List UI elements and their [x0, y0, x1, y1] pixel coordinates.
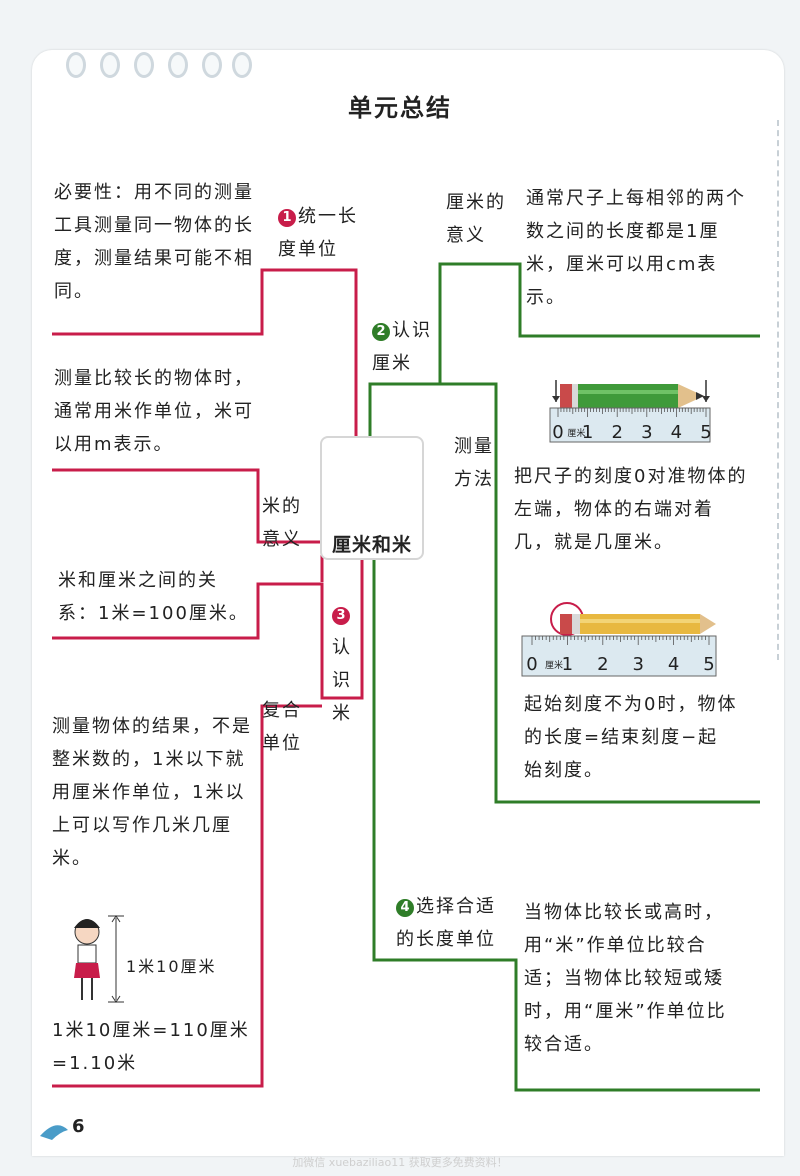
number-badge-2: 2: [372, 323, 390, 341]
ruler-tick-label: 5: [700, 422, 711, 443]
page-number: 6: [72, 1116, 85, 1137]
pencil-eraser-icon: [560, 384, 572, 408]
ruler-tick-label: 4: [668, 654, 679, 675]
branch3-compound-text: 测量物体的结果，不是整米数的，1米以下就用厘米作单位，1米以上可以写作几米几厘米…: [52, 716, 252, 869]
binder-ring-icon: [168, 52, 188, 78]
branch2-method-text2: 起始刻度不为0时，物体的长度=结束刻度−起始刻度。: [524, 694, 738, 781]
branch3-meaning-text: 米和厘米之间的关系：1米=100厘米。: [58, 570, 249, 624]
branch2-meaning-line: [368, 262, 760, 440]
ruler-diagram-2: [521, 602, 717, 677]
ruler-tick-label: 3: [632, 654, 643, 675]
pencil-eraser-icon: [560, 614, 572, 634]
branch2-method-text1: 把尺子的刻度0对准物体的左端，物体的右端对着几，就是几厘米。: [514, 466, 748, 553]
ruler-unit-label: 厘米: [545, 659, 563, 671]
ruler-tick-label: 1: [582, 422, 593, 443]
branch2-method-label: 测量方法: [454, 436, 494, 490]
footer-watermark: 加微信 xuebaziliao11 获取更多免费资料！: [292, 1156, 508, 1169]
ruler-tick-label: 5: [703, 654, 714, 675]
page-title: 单元总结: [348, 94, 452, 122]
branch3-compound-line: [52, 704, 322, 1088]
branch4-text: 当物体比较长或高时，用“米”作单位比较合适；当物体比较短或矮时，用“厘米”作单位…: [524, 902, 727, 1055]
ruler-tick-label: 0: [526, 654, 537, 675]
binder-ring-icon: [202, 52, 222, 78]
ruler-tick-label: 1: [562, 654, 573, 675]
height-label: 1米10厘米: [126, 957, 217, 976]
center-topic-card: 厘米和米: [320, 436, 424, 560]
branch3-compound-label: 复合单位: [262, 700, 302, 754]
number-badge-1: 1: [278, 209, 296, 227]
dolphin-icon: [40, 1125, 68, 1140]
binder-ring-icon: [232, 52, 252, 78]
ruler-diagram-1: [549, 380, 711, 443]
branch1-text: 必要性：用不同的测量工具测量同一物体的长度，测量结果可能不相同。: [54, 182, 254, 302]
ruler-tick-label: 4: [671, 422, 682, 443]
center-topic-label: 厘米和米: [331, 534, 412, 556]
branch1-line: [52, 268, 358, 436]
ruler-tick-label: 2: [611, 422, 622, 443]
ruler-tick-label: 2: [597, 654, 608, 675]
notebook-page: [32, 50, 784, 1156]
margin-dash-line: [777, 120, 779, 660]
ruler-tick-label: 0: [552, 422, 563, 443]
binder-ring-icon: [100, 52, 120, 78]
branch4-line: [372, 560, 760, 1092]
ruler-unit-label: 厘米: [567, 427, 585, 439]
binder-ring-icon: [66, 52, 86, 78]
branch2-meaning-label: 厘米的意义: [446, 192, 506, 246]
branch3-label: 3认识米: [332, 607, 352, 724]
binder-ring-icon: [134, 52, 154, 78]
branch2-meaning-text: 通常尺子上每相邻的两个数之间的长度都是1厘米，厘米可以用cm表示。: [526, 188, 746, 308]
branch3-meaning-label: 米的意义: [262, 496, 302, 550]
branch2-method-line: [440, 382, 760, 804]
branch3-top-text: 测量比较长的物体时，通常用米作单位，米可以用m表示。: [54, 368, 254, 455]
ruler-tick-label: 3: [641, 422, 652, 443]
number-badge-4: 4: [396, 899, 414, 917]
girl-height-diagram: [74, 915, 124, 1003]
number-badge-3: 3: [332, 607, 350, 625]
height-equation: 1米10厘米=110厘米=1.10米: [52, 1020, 250, 1074]
